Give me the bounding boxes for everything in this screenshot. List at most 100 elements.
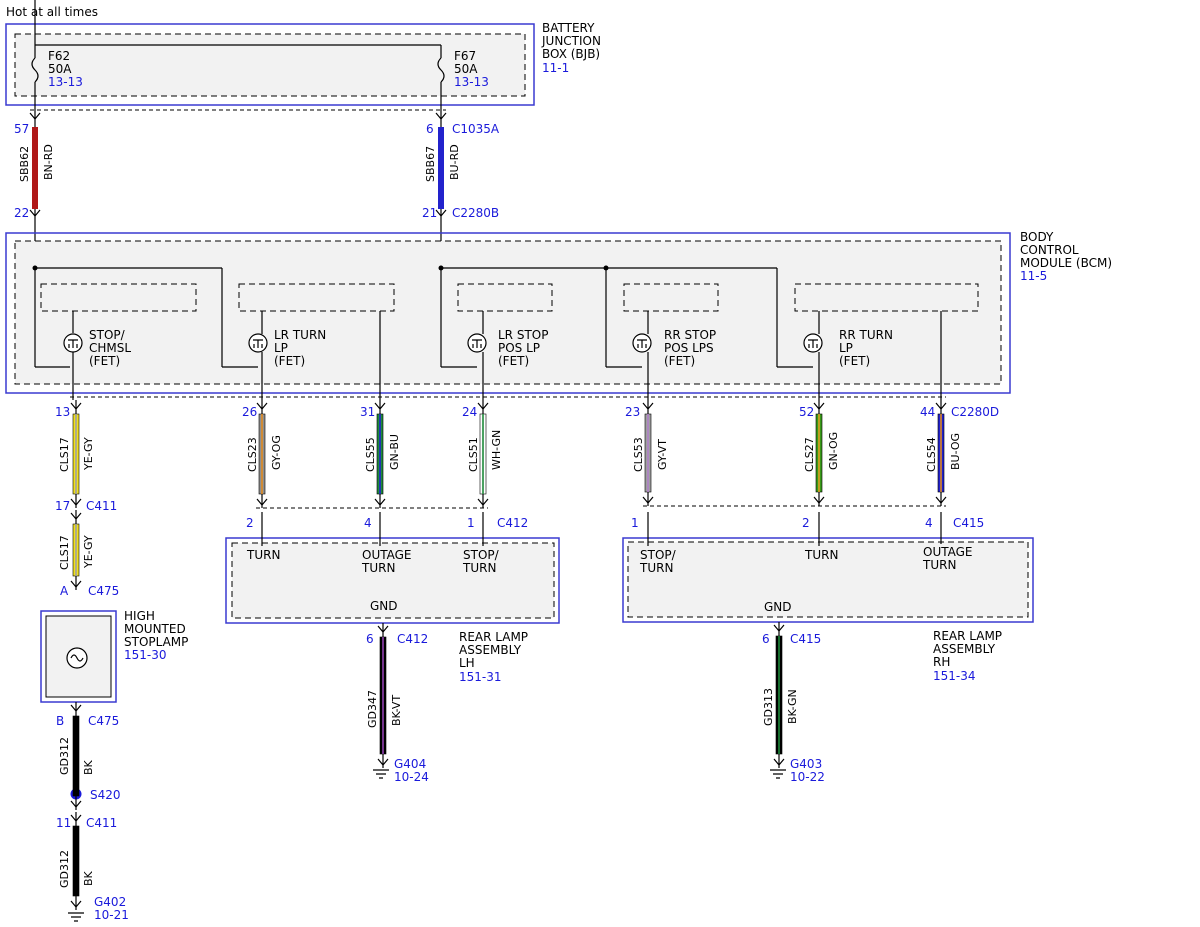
wire-cls17-a-chevron-top [70,402,82,410]
wire-gd347-color: BK-VT [390,695,403,726]
fet-lr-turn: LR TURN LP (FET) [248,311,381,400]
rear-rh-name-line2: ASSEMBLY [933,642,996,656]
rear-lh-border [225,537,560,624]
rear-lh-name-line2: ASSEMBLY [459,643,522,657]
wire-gd347-chevron-top [377,625,389,633]
wire-cls55-color: GN-BU [388,434,401,470]
ground-g404-ref: 10-24 [394,770,429,784]
wire-sbb62: 57 22 SBB62 BN-RD [14,110,55,270]
fuse-f67-id: F67 [454,49,476,63]
wire-cls51-stripe [482,414,484,494]
ground-g402-id: G402 [94,895,126,909]
pin-6-c1035a: 6 [426,122,434,136]
wire-gd347-chevron-bottom [377,758,389,766]
wire-cls53-chevron-bottom [642,496,654,504]
connector-c415-bottom: C415 [790,632,821,646]
lh-pin-outage-1: OUTAGE [362,548,412,562]
wire-cls53-color: GY-VT [656,439,669,470]
pin-52: 52 [799,405,814,419]
wire-cls17-a-chevron-bottom [70,498,82,506]
lh-pin-stop-1: STOP/ [463,548,500,562]
connector-c411-top: C411 [86,499,117,513]
wire-gd312-a-chevron-bottom [70,800,82,808]
wire-gd313-stripe [778,636,780,754]
pin-4-lh: 4 [364,516,372,530]
fet-lr-turn-line1: LR TURN [274,328,326,342]
pin-17: 17 [55,499,70,513]
connector-c475-bottom: C475 [88,714,119,728]
wire-cls23-stripe [261,414,263,494]
pin-23: 23 [625,405,640,419]
fet-rr-turn-line3: (FET) [839,354,870,368]
splice-s420-label: S420 [90,788,121,802]
rh-pin-gnd: GND [764,600,792,614]
pin-1-lh: 1 [467,516,475,530]
wire-cls23-chevron-top [256,402,268,410]
fet-rr-stop-line2: POS LPS [664,341,714,355]
wire-gd312b-color: BK [82,870,95,886]
fet-rr-turn-line1: RR TURN [839,328,893,342]
wire-cls54-stripe [940,414,942,492]
fet-lr-turn-line2: LP [274,341,288,355]
pin-26: 26 [242,405,257,419]
fet-rr-turn-line2: LP [839,341,853,355]
wire-sbb67-circuit: SBB67 [424,146,437,182]
wire-cls51-chevron-bottom [477,498,489,506]
battery-junction-box: BATTERY JUNCTION BOX (BJB) 11-1 F62 50A … [5,0,601,111]
pin-57: 57 [14,122,29,136]
fet-stop-chmsl-line3: (FET) [89,354,120,368]
bjb-inner [14,33,526,97]
lh-pin-outage-2: TURN [361,561,395,575]
wire-gd312-b-stripe [75,826,77,896]
wire-gd312-b-chevron-bottom [70,900,82,908]
wire-cls17-circuit: CLS17 [58,437,71,472]
wire-gd313-circuit: GD313 [762,688,775,726]
wire-cls51-circuit: CLS51 [467,437,480,472]
ground-g403: G403 10-22 [770,757,825,784]
wire-gd312-b-chevron-top [70,814,82,822]
pin-6-c415: 6 [762,632,770,646]
rear-rh-name-line1: REAR LAMP [933,629,1002,643]
pin-2-rh: 2 [802,516,810,530]
wire-gd312-color: BK [82,759,95,775]
wire-sbb67-color: BU-RD [448,144,461,180]
fet-stop-chmsl-line1: STOP/ [89,328,126,342]
wire-sbb67-insulation [438,127,444,209]
connector-c475-top: C475 [88,584,119,598]
bjb-ref: 11-1 [542,61,569,75]
body-control-module: BODY CONTROL MODULE (BCM) 11-5 [5,230,1112,400]
wire-cls51-color: WH-GN [490,430,503,470]
wire-cls53-circuit: CLS53 [632,437,645,472]
wire-cls17-color: YE-GY [82,437,95,471]
wire-gd312-circuit: GD312 [58,737,71,775]
rh-pin-stop-1: STOP/ [640,548,677,562]
pin-22: 22 [14,206,29,220]
connector-c2280d: C2280D [951,405,999,419]
rear-lh-name-line1: REAR LAMP [459,630,528,644]
fet-rr-stop-line1: RR STOP [664,328,716,342]
rh-pin-stop-2: TURN [639,561,673,575]
bjb-name-line1: BATTERY [542,21,595,35]
wire-cls23-circuit: CLS23 [246,437,259,472]
wire-cls27-color: GN-OG [827,432,840,470]
fet-rr-stop: RR STOP POS LPS (FET) [632,311,716,400]
pin-11: 11 [56,816,71,830]
connector-c2280b: C2280B [452,206,499,220]
fet-stop-chmsl-line2: CHMSL [89,341,131,355]
wire-cls17b-circuit: CLS17 [58,535,71,570]
ground-icon [770,769,786,779]
bjb-name-line3: BOX (BJB) [542,47,600,61]
wire-cls17b-color: YE-GY [82,535,95,569]
wire-gd312-a-chevron-top [70,704,82,712]
fuse-f67: F67 50A 13-13 [437,49,489,110]
wire-cls54-chevron-bottom [935,496,947,504]
fuse-f67-ref: 13-13 [454,75,489,89]
connector-c1035a: C1035A [452,122,500,136]
connector-c411-bottom: C411 [86,816,117,830]
wire-sbb62-color: BN-RD [42,144,55,180]
wire-cls55-chevron-bottom [374,498,386,506]
bcm-name-line1: BODY [1020,230,1054,244]
bjb-border [5,23,535,106]
high-mounted-stoplamp: HIGH MOUNTED STOPLAMP 151-30 [40,609,188,703]
rear-lh-inner [231,542,555,619]
